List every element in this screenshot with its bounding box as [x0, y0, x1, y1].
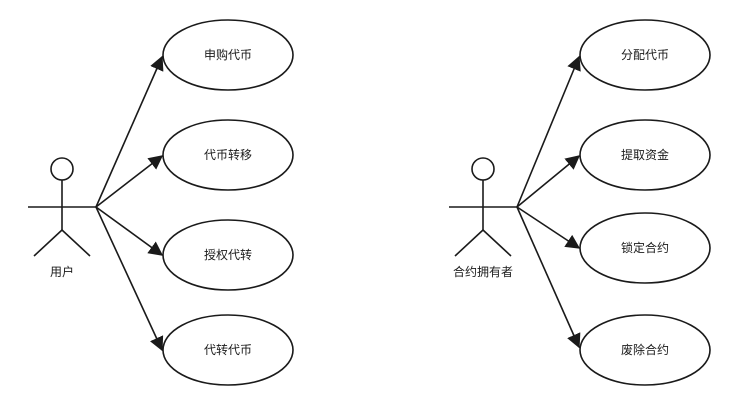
association-arrow	[95, 206, 164, 256]
use-case-ellipse	[162, 219, 294, 291]
use-case-ellipse	[579, 119, 711, 191]
association-arrow	[516, 155, 581, 208]
actor-owner-right-leg	[482, 229, 512, 257]
use-case-ellipse	[162, 19, 294, 91]
use-case-ellipse	[162, 119, 294, 191]
use-case-transfer-from[interactable]: 代转代币	[162, 314, 294, 386]
actor-user-right-leg	[61, 229, 91, 257]
use-case-label: 提取资金	[621, 147, 669, 162]
actor-owner-head	[471, 157, 495, 181]
use-case-destroy-contract[interactable]: 废除合约	[579, 314, 711, 386]
use-case-approve-transfer[interactable]: 授权代转	[162, 219, 294, 291]
use-case-withdraw-funds[interactable]: 提取资金	[579, 119, 711, 191]
actor-user-head	[50, 157, 74, 181]
use-case-label: 代币转移	[204, 147, 252, 162]
use-case-label: 废除合约	[621, 342, 669, 357]
use-case-allocate-token[interactable]: 分配代币	[579, 19, 711, 91]
associations-user	[95, 55, 164, 352]
use-case-label: 申购代币	[204, 47, 252, 62]
association-arrow	[95, 155, 164, 208]
actor-owner[interactable]: 合约拥有者	[449, 157, 517, 279]
association-arrow	[516, 206, 581, 349]
use-case-ellipse	[579, 212, 711, 284]
use-case-ellipse	[579, 314, 711, 386]
use-case-label: 分配代币	[621, 48, 669, 62]
use-case-lock-contract[interactable]: 锁定合约	[579, 212, 711, 284]
use-case-label: 代转代币	[204, 342, 252, 357]
use-case-transfer-token[interactable]: 代币转移	[162, 119, 294, 191]
association-arrow	[516, 55, 581, 208]
use-case-label: 锁定合约	[621, 240, 669, 255]
associations-owner	[516, 55, 581, 349]
use-case-label: 授权代转	[204, 247, 252, 262]
use-case-ellipse	[579, 19, 711, 91]
actor-user-label: 用户	[50, 264, 74, 279]
actor-user-left-leg	[33, 229, 63, 257]
association-arrow	[516, 206, 581, 249]
association-arrow	[95, 55, 164, 208]
use-case-subscribe-token[interactable]: 申购代币	[162, 19, 294, 91]
use-case-ellipse	[162, 314, 294, 386]
actor-owner-label: 合约拥有者	[453, 264, 513, 279]
actor-user[interactable]: 用户	[28, 157, 96, 279]
actor-owner-left-leg	[454, 229, 484, 257]
association-arrow	[95, 206, 164, 352]
